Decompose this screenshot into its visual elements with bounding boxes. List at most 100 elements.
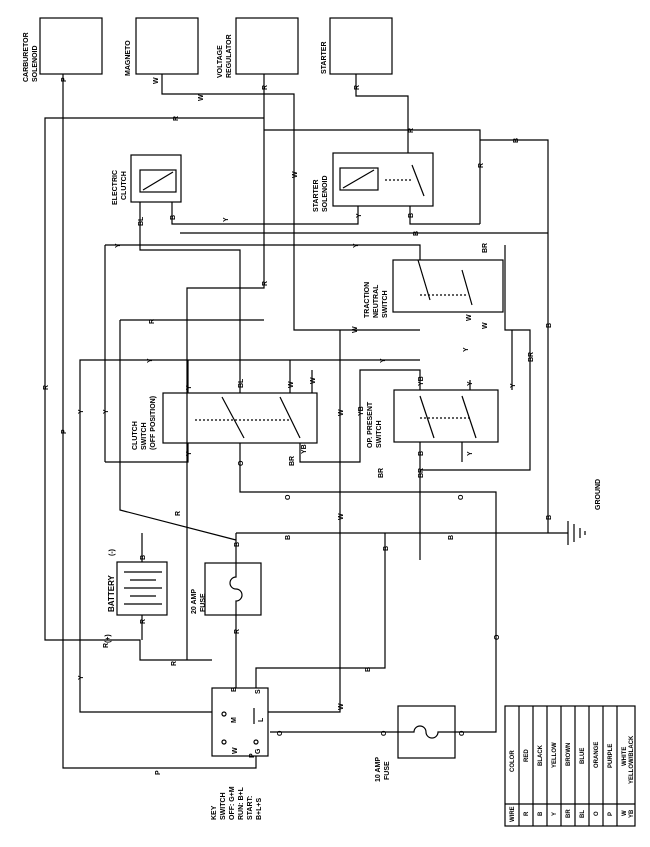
wire-label: B: [170, 215, 177, 220]
wire-label: Y: [103, 409, 110, 414]
carburetor-solenoid-label-2: SOLENOID: [32, 45, 39, 82]
traction-neutral-switch-label-3: SWITCH: [382, 290, 389, 318]
wire-label: O: [458, 494, 465, 500]
legend-color: ORANGE: [594, 742, 600, 768]
wire-label: YB: [301, 444, 308, 454]
wire-label: W: [466, 314, 473, 321]
wire-label: Y: [353, 243, 360, 248]
wire-label: R: [262, 281, 269, 286]
wire-label: P: [61, 77, 68, 82]
wire-color-legend: WIRE COLOR R RED B BLACK Y YELLOW BR BRO…: [504, 705, 636, 827]
wire-label: R: [175, 511, 182, 516]
clutch-switch-label-2: SWITCH: [141, 422, 148, 450]
wire-label: W: [153, 77, 160, 84]
wire-label: Y: [223, 217, 230, 222]
legend-code: P: [608, 812, 614, 816]
wire-label: P: [155, 770, 162, 775]
wire-label: O: [238, 460, 245, 466]
fuse-10-label-1: 10 AMP: [375, 757, 382, 782]
wire-label: Y: [463, 347, 470, 352]
wire-label: BR: [378, 468, 385, 478]
wire-label: Y: [78, 409, 85, 414]
fuse-10-amp: 10 AMP FUSE: [375, 705, 456, 782]
wire-label: R: [478, 163, 485, 168]
wire-label: R: [140, 619, 147, 624]
key-terminal-m: M: [231, 717, 238, 723]
wire-label: P: [249, 753, 256, 758]
fuse-20-label-1: 20 AMP: [191, 589, 198, 614]
legend-code: O: [594, 811, 600, 816]
wire-label: Y: [186, 451, 193, 456]
traction-neutral-switch-label-2: NEUTRAL: [373, 284, 380, 318]
wire-label: W: [338, 703, 345, 710]
legend-color: BLUE: [580, 748, 586, 764]
wire-label: B: [383, 546, 390, 551]
wire-label: R: [103, 643, 110, 648]
wires: [44, 74, 549, 769]
wire-label: W: [198, 94, 205, 101]
legend-color: YELLOW: [552, 742, 558, 768]
wire-label: Y: [356, 213, 363, 218]
wire-label: W: [352, 326, 359, 333]
clutch-switch: CLUTCH SWITCH (OFF POSITION): [132, 392, 318, 450]
wire-label: R: [173, 116, 180, 121]
key-terminal-b: B: [231, 687, 238, 692]
legend-color: YELLOW/BLACK: [629, 735, 635, 784]
wire-label: BL: [238, 378, 245, 388]
key-switch-title-1: KEY: [211, 805, 218, 820]
wire-label: B: [513, 138, 520, 143]
wire-label: P: [61, 429, 68, 434]
ground-label: GROUND: [595, 479, 602, 510]
wire-label: Y: [78, 675, 85, 680]
legend-code: B: [538, 811, 544, 816]
wire-label: R: [354, 85, 361, 90]
legend-header-color: COLOR: [510, 750, 516, 772]
wire-label: W: [338, 513, 345, 520]
legend-color: PURPLE: [608, 744, 614, 768]
battery-label: BATTERY: [107, 574, 116, 612]
key-terminal-l: L: [258, 717, 265, 722]
legend-color: WHITE: [622, 747, 628, 766]
battery-minus-label: (-): [109, 549, 116, 556]
wire-label: O: [494, 634, 501, 640]
legend-code: W: [622, 810, 628, 816]
fuse-10-label-2: FUSE: [384, 761, 391, 780]
wire-label: Y: [186, 385, 193, 390]
legend-code: BR: [566, 809, 572, 818]
wire-label: Y: [380, 358, 387, 363]
legend-code: R: [524, 811, 530, 816]
wire-label: B: [234, 542, 241, 547]
wire-label: O: [285, 494, 292, 500]
starter-label: STARTER: [321, 41, 328, 74]
wire-label: BL: [138, 216, 145, 226]
wire-label: B: [365, 667, 372, 672]
wire-label: YB: [418, 376, 425, 386]
wire-label: Y: [467, 451, 474, 456]
electric-clutch-label-1: ELECTRIC: [112, 170, 119, 205]
starter: STARTER: [321, 17, 393, 75]
key-switch-start-2: B+L+S: [256, 797, 263, 820]
key-terminal-g: G: [255, 748, 262, 754]
wire-label: W: [310, 377, 317, 384]
traction-neutral-switch-label-1: TRACTION: [364, 282, 371, 318]
wire-label: R: [149, 319, 156, 324]
starter-solenoid: STARTER SOLENOID: [313, 152, 434, 212]
key-switch: B S M L G KEY SWITCH OFF: G+M RUN: B+L S…: [211, 687, 269, 820]
wire-label: W: [288, 381, 295, 388]
wire-label: R: [234, 629, 241, 634]
wire-label: Y: [115, 243, 122, 248]
wire-label: W: [232, 747, 239, 754]
clutch-switch-label-3: (OFF POSITION): [150, 396, 157, 450]
op-present-switch-label-1: OP. PRESENT: [367, 401, 374, 448]
wire-label: O: [381, 730, 388, 736]
carburetor-solenoid: CARBURETOR SOLENOID: [23, 17, 103, 82]
wire-label: YB: [358, 406, 365, 416]
wire-label: BR: [418, 468, 425, 478]
wire-label: B: [140, 555, 147, 560]
wire-label: R: [408, 128, 415, 133]
wire-label: B: [408, 213, 415, 218]
wire-label: R: [43, 385, 50, 390]
wire-label: Y: [467, 381, 474, 386]
key-switch-title-2: SWITCH: [220, 792, 227, 820]
wire-label: W: [292, 171, 299, 178]
